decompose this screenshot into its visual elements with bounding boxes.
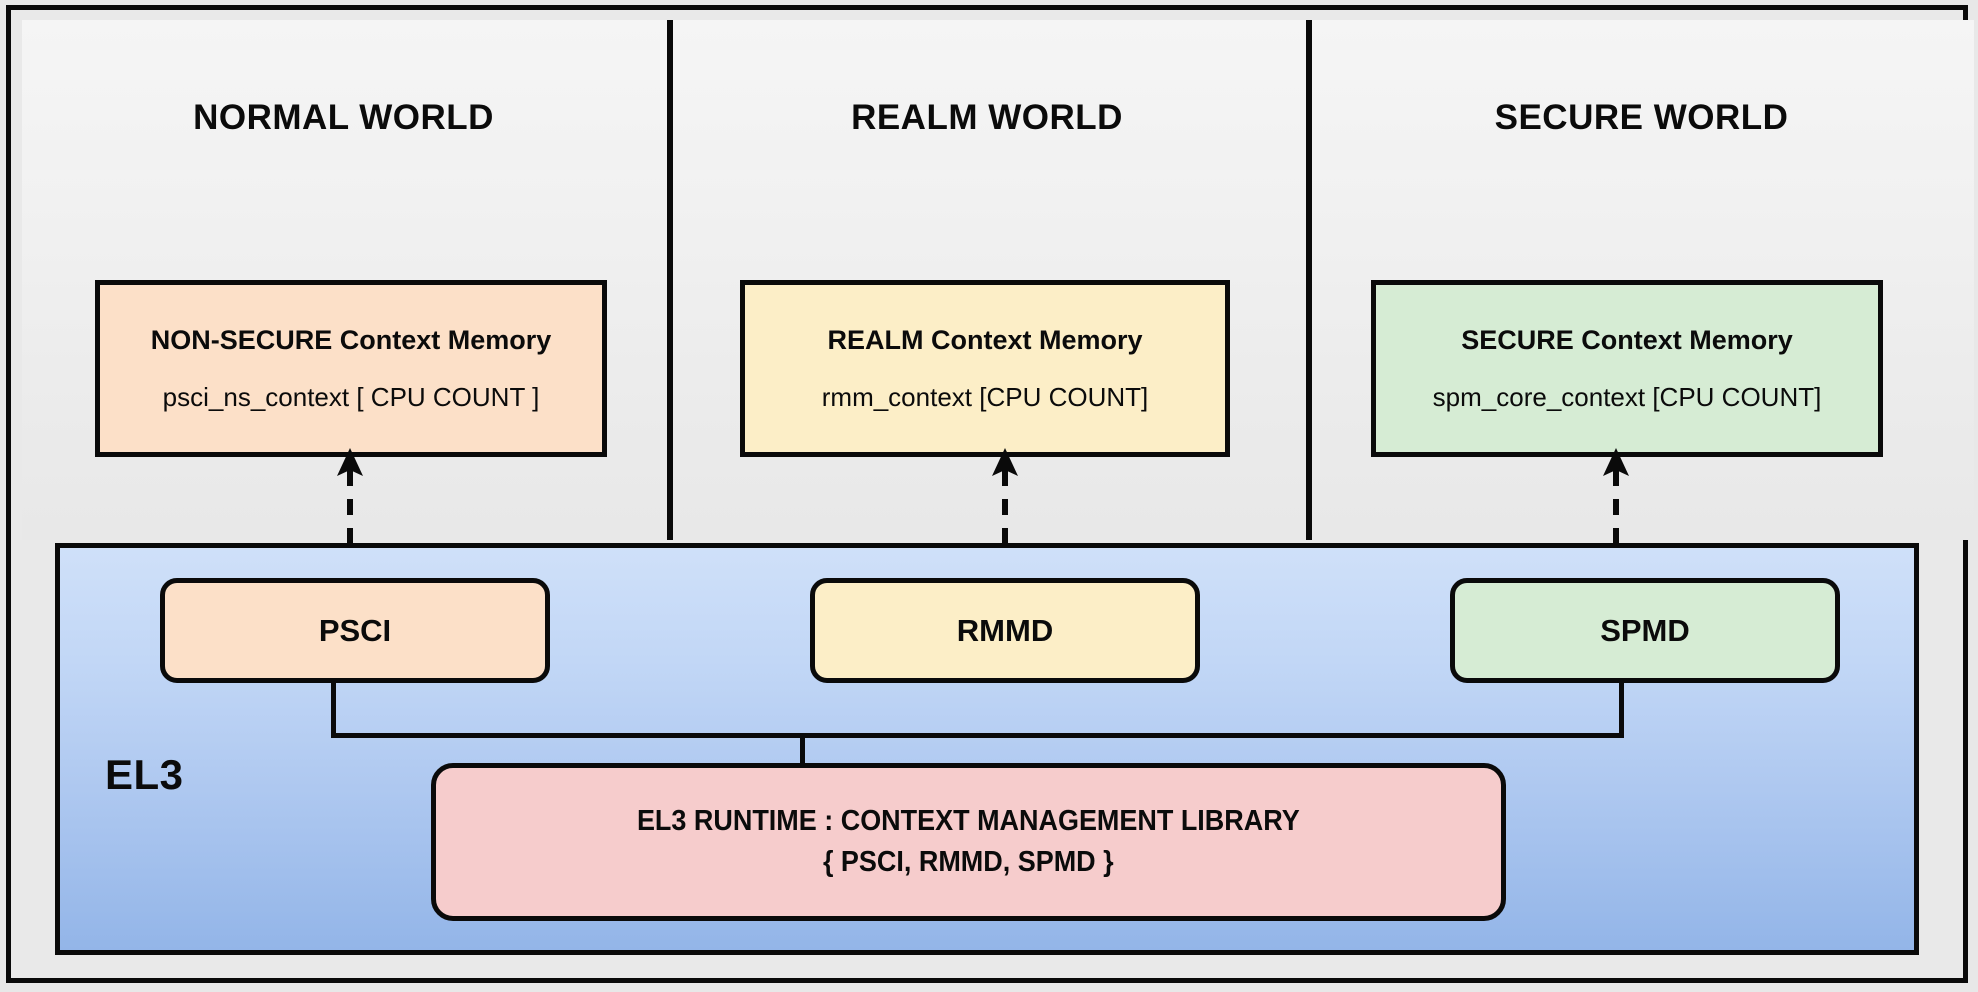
context-memory-box-secure: SECURE Context Memory spm_core_context […: [1371, 280, 1883, 457]
context-memory-box-realm: REALM Context Memory rmm_context [CPU CO…: [740, 280, 1230, 457]
context-memory-box-non-secure: NON-SECURE Context Memory psci_ns_contex…: [95, 280, 607, 457]
connector-bus-to-runtime: [800, 733, 805, 767]
el3-label: EL3: [105, 751, 184, 798]
world-title-realm: REALM WORLD: [851, 98, 1123, 137]
context-memory-symbol-non-secure: psci_ns_context [ CPU COUNT ]: [162, 381, 540, 412]
context-memory-title-non-secure: NON-SECURE Context Memory: [150, 324, 552, 355]
runtime-library-members: { PSCI, RMMD, SPMD }: [823, 846, 1114, 878]
world-column-normal: NORMAL WORLD: [22, 20, 665, 540]
worlds-band: NORMAL WORLD REALM WORLD SECURE WORLD NO…: [22, 20, 1974, 540]
world-divider-realm-secure: [1306, 20, 1312, 540]
module-label-spmd: SPMD: [1600, 612, 1690, 648]
connector-psci-to-bus: [331, 683, 336, 735]
world-title-normal: NORMAL WORLD: [193, 98, 494, 137]
module-box-rmmd[interactable]: RMMD: [810, 578, 1200, 683]
connector-horizontal-bus: [331, 733, 1624, 738]
module-box-psci[interactable]: PSCI: [160, 578, 550, 683]
world-column-realm: REALM WORLD: [670, 20, 1304, 540]
world-title-secure: SECURE WORLD: [1494, 98, 1789, 137]
world-column-secure: SECURE WORLD: [1309, 20, 1974, 540]
context-memory-symbol-secure: spm_core_context [CPU COUNT]: [1432, 381, 1822, 412]
context-memory-title-secure: SECURE Context Memory: [1461, 324, 1793, 355]
el3-runtime-library-box[interactable]: EL3 RUNTIME : CONTEXT MANAGEMENT LIBRARY…: [431, 763, 1506, 921]
diagram-outer-frame: NORMAL WORLD REALM WORLD SECURE WORLD NO…: [6, 5, 1974, 983]
context-memory-symbol-realm: rmm_context [CPU COUNT]: [821, 381, 1149, 412]
context-memory-title-realm: REALM Context Memory: [827, 324, 1143, 355]
module-box-spmd[interactable]: SPMD: [1450, 578, 1840, 683]
module-label-psci: PSCI: [318, 612, 392, 648]
runtime-library-title: EL3 RUNTIME : CONTEXT MANAGEMENT LIBRARY: [637, 805, 1300, 837]
world-divider-normal-realm: [667, 20, 673, 540]
module-label-rmmd: RMMD: [956, 612, 1054, 648]
connector-spmd-to-bus: [1619, 683, 1624, 735]
el3-panel: EL3 PSCI RMMD SPMD EL3 RUNTIME : CONTEXT…: [55, 543, 1919, 955]
